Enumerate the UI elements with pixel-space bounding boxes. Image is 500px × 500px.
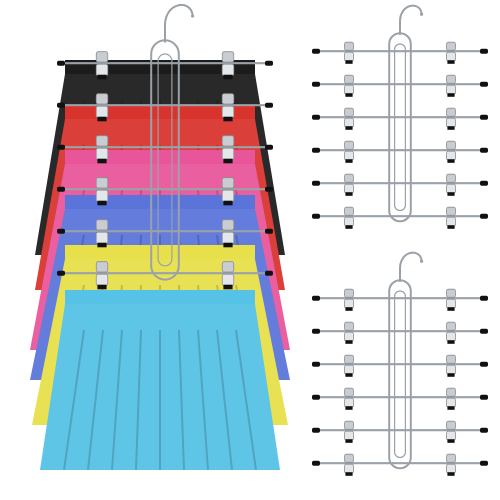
rail-cap (480, 460, 488, 466)
hook (399, 251, 423, 282)
empty-hanger-top (312, 4, 488, 229)
clip (446, 387, 456, 397)
rail-cap (265, 186, 273, 192)
clip (446, 354, 456, 364)
clip (221, 261, 235, 273)
main-hanger (57, 4, 273, 290)
rail-cap (312, 394, 320, 400)
rail-cap (480, 427, 488, 433)
rail-cap (312, 48, 320, 54)
rail-cap (57, 60, 65, 66)
rail-cap (265, 270, 273, 276)
clip (221, 135, 235, 147)
empty-hanger-bottom (312, 251, 488, 476)
clip (446, 453, 456, 463)
clip (344, 107, 354, 117)
rail-cap (312, 114, 320, 120)
clip (344, 321, 354, 331)
hanger-frame (150, 39, 180, 281)
rail-cap (312, 427, 320, 433)
rail-cap (480, 114, 488, 120)
rail-cap (57, 186, 65, 192)
rail-cap (312, 328, 320, 334)
clip (446, 420, 456, 430)
hanger-frame (388, 32, 412, 223)
clip (446, 206, 456, 216)
rail-cap (57, 144, 65, 150)
clip (344, 41, 354, 51)
rail-cap (480, 147, 488, 153)
clip (344, 354, 354, 364)
clip (344, 453, 354, 463)
clip (95, 219, 109, 231)
clip (446, 173, 456, 183)
clip (446, 107, 456, 117)
clip (344, 420, 354, 430)
hook (399, 4, 423, 35)
clip (446, 74, 456, 84)
clip (95, 135, 109, 147)
clip (344, 173, 354, 183)
rail-cap (480, 213, 488, 219)
clip (344, 288, 354, 298)
rail-cap (265, 102, 273, 108)
clip (344, 206, 354, 216)
rail-cap (480, 361, 488, 367)
clip (95, 93, 109, 105)
clip (95, 51, 109, 63)
rail-cap (57, 102, 65, 108)
clip (446, 288, 456, 298)
clip (95, 177, 109, 189)
rail-cap (480, 180, 488, 186)
rail-cap (265, 60, 273, 66)
rail-cap (312, 147, 320, 153)
clip (221, 177, 235, 189)
clip (221, 93, 235, 105)
clip (446, 321, 456, 331)
hook (164, 4, 194, 43)
rail-cap (312, 213, 320, 219)
rail-cap (265, 144, 273, 150)
clip (344, 387, 354, 397)
rail-cap (480, 48, 488, 54)
rail-cap (480, 295, 488, 301)
rail-cap (480, 81, 488, 87)
clip (446, 41, 456, 51)
clip (221, 51, 235, 63)
rail-cap (480, 328, 488, 334)
rail-cap (265, 228, 273, 234)
clip (344, 74, 354, 84)
rail-cap (312, 361, 320, 367)
rail-cap (57, 270, 65, 276)
clip (95, 261, 109, 273)
clip (344, 140, 354, 150)
rail-cap (312, 81, 320, 87)
rail-cap (312, 460, 320, 466)
clip (446, 140, 456, 150)
hanger-frame (388, 279, 412, 470)
rail-cap (57, 228, 65, 234)
rail-cap (312, 180, 320, 186)
clip (221, 219, 235, 231)
rail-cap (480, 394, 488, 400)
skirt-6 (40, 290, 280, 471)
rail-cap (312, 295, 320, 301)
